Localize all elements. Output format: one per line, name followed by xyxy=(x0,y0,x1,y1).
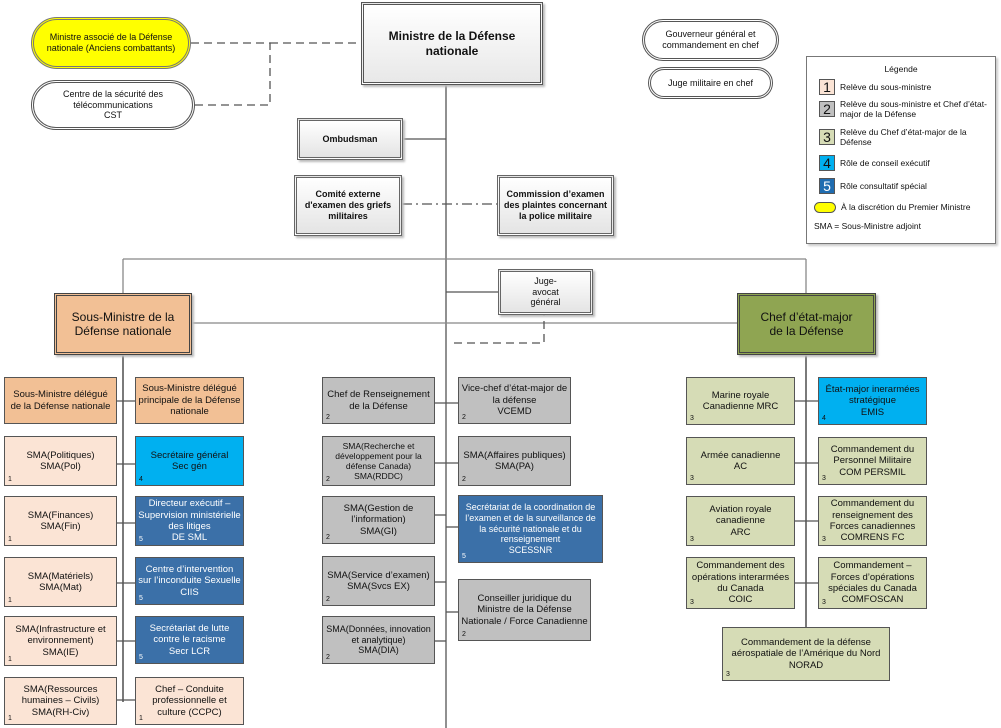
org-box[interactable]: SMA(Finances) SMA(Fin)1 xyxy=(4,496,117,546)
legend-swatch-oval xyxy=(814,202,836,213)
org-box[interactable]: Commandement du Personnel Militaire COM … xyxy=(818,437,927,485)
legend-item: À la discrétion du Premier Ministre xyxy=(814,202,970,213)
jag-dashed-line xyxy=(450,308,545,344)
assoc-minister-box[interactable]: Ministre associé de la Défense nationale… xyxy=(31,17,191,69)
assoc-minister-dashed-line xyxy=(191,42,271,106)
org-box[interactable]: Directeur exécutif – Supervision ministé… xyxy=(135,496,244,546)
org-box[interactable]: Commandement des opérations interarmées … xyxy=(686,557,795,609)
legend-item: 3 Relève du Chef d’état-major de la Défe… xyxy=(819,127,989,147)
org-box[interactable]: SMA(Service d’examen) SMA(Svcs EX)2 xyxy=(322,556,435,606)
legend-item: 5 Rôle consultatif spécial xyxy=(819,178,927,194)
org-box[interactable]: SMA(Gestion de l’information) SMA(GI)2 xyxy=(322,496,435,544)
org-box[interactable]: Vice-chef d’état-major de la défense VCE… xyxy=(458,377,571,424)
grievance-committee-box[interactable]: Comité externe d'examen des griefs milit… xyxy=(294,175,402,236)
legend-swatch-2: 2 xyxy=(819,101,835,118)
minister-box[interactable]: Ministre de la Défense nationale xyxy=(361,2,543,85)
org-box[interactable]: Sous-Ministre délégué de la Défense nati… xyxy=(4,377,117,424)
org-box[interactable]: Commandement du renseignement des Forces… xyxy=(818,496,927,546)
legend: Légende 1 Relève du sous-ministre 2 Relè… xyxy=(806,56,996,244)
org-box[interactable]: SMA(Politiques) SMA(Pol)1 xyxy=(4,436,117,486)
legend-swatch-3: 3 xyxy=(819,129,835,146)
norad-box[interactable]: Commandement de la défense aérospatiale … xyxy=(722,627,890,681)
gov-general-box[interactable]: Gouverneur général et commandement en ch… xyxy=(642,19,779,61)
legend-swatch-1: 1 xyxy=(819,79,835,95)
org-box[interactable]: SMA(Données, innovation et analytique) S… xyxy=(322,616,435,664)
org-box[interactable]: Conseiller juridique du Ministre de la D… xyxy=(458,579,591,641)
org-box[interactable]: Sous-Ministre délégué principale de la D… xyxy=(135,377,244,424)
chief-mil-judge-box[interactable]: Juge militaire en chef xyxy=(648,67,773,99)
org-box[interactable]: SMA(Recherche et développement pour la d… xyxy=(322,436,435,486)
jag-box[interactable]: Juge-avocat général xyxy=(498,269,593,315)
org-box[interactable]: SMA(Matériels) SMA(Mat)1 xyxy=(4,557,117,607)
deputy-minister-box[interactable]: Sous-Ministre de la Défense nationale xyxy=(54,293,192,355)
legend-swatch-5: 5 xyxy=(819,178,835,194)
org-box[interactable]: SMA(Ressources humaines – Civils) SMA(RH… xyxy=(4,677,117,725)
legend-title: Légende xyxy=(884,64,918,74)
org-box[interactable]: Secrétariat de lutte contre le racisme S… xyxy=(135,616,244,664)
org-box[interactable]: Commandement – Forces d’opérations spéci… xyxy=(818,557,927,609)
legend-item: 1 Relève du sous-ministre xyxy=(819,79,931,95)
org-box[interactable]: Secrétariat de la coordination de l’exam… xyxy=(458,495,603,563)
police-commission-box[interactable]: Commission d’examen des plaintes concern… xyxy=(497,175,614,236)
org-box[interactable]: Chef – Conduite professionnelle et cultu… xyxy=(135,677,244,725)
legend-item: 2 Relève du sous-ministre et Chef d’état… xyxy=(819,99,989,119)
legend-item: 4 Rôle de conseil exécutif xyxy=(819,155,930,171)
org-box[interactable]: SMA(Infrastructure et environnement) SMA… xyxy=(4,616,117,666)
cds-box[interactable]: Chef d’état-major de la Défense xyxy=(737,293,876,355)
legend-swatch-4: 4 xyxy=(819,155,835,171)
org-box[interactable]: SMA(Affaires publiques) SMA(PA)2 xyxy=(458,436,571,486)
legend-note: SMA = Sous-Ministre adjoint xyxy=(814,221,922,231)
cst-box[interactable]: Centre de la sécurité des télécommunicat… xyxy=(31,80,195,130)
org-box[interactable]: Centre d’intervention sur l’inconduite S… xyxy=(135,557,244,605)
ombudsman-box[interactable]: Ombudsman xyxy=(297,118,403,160)
